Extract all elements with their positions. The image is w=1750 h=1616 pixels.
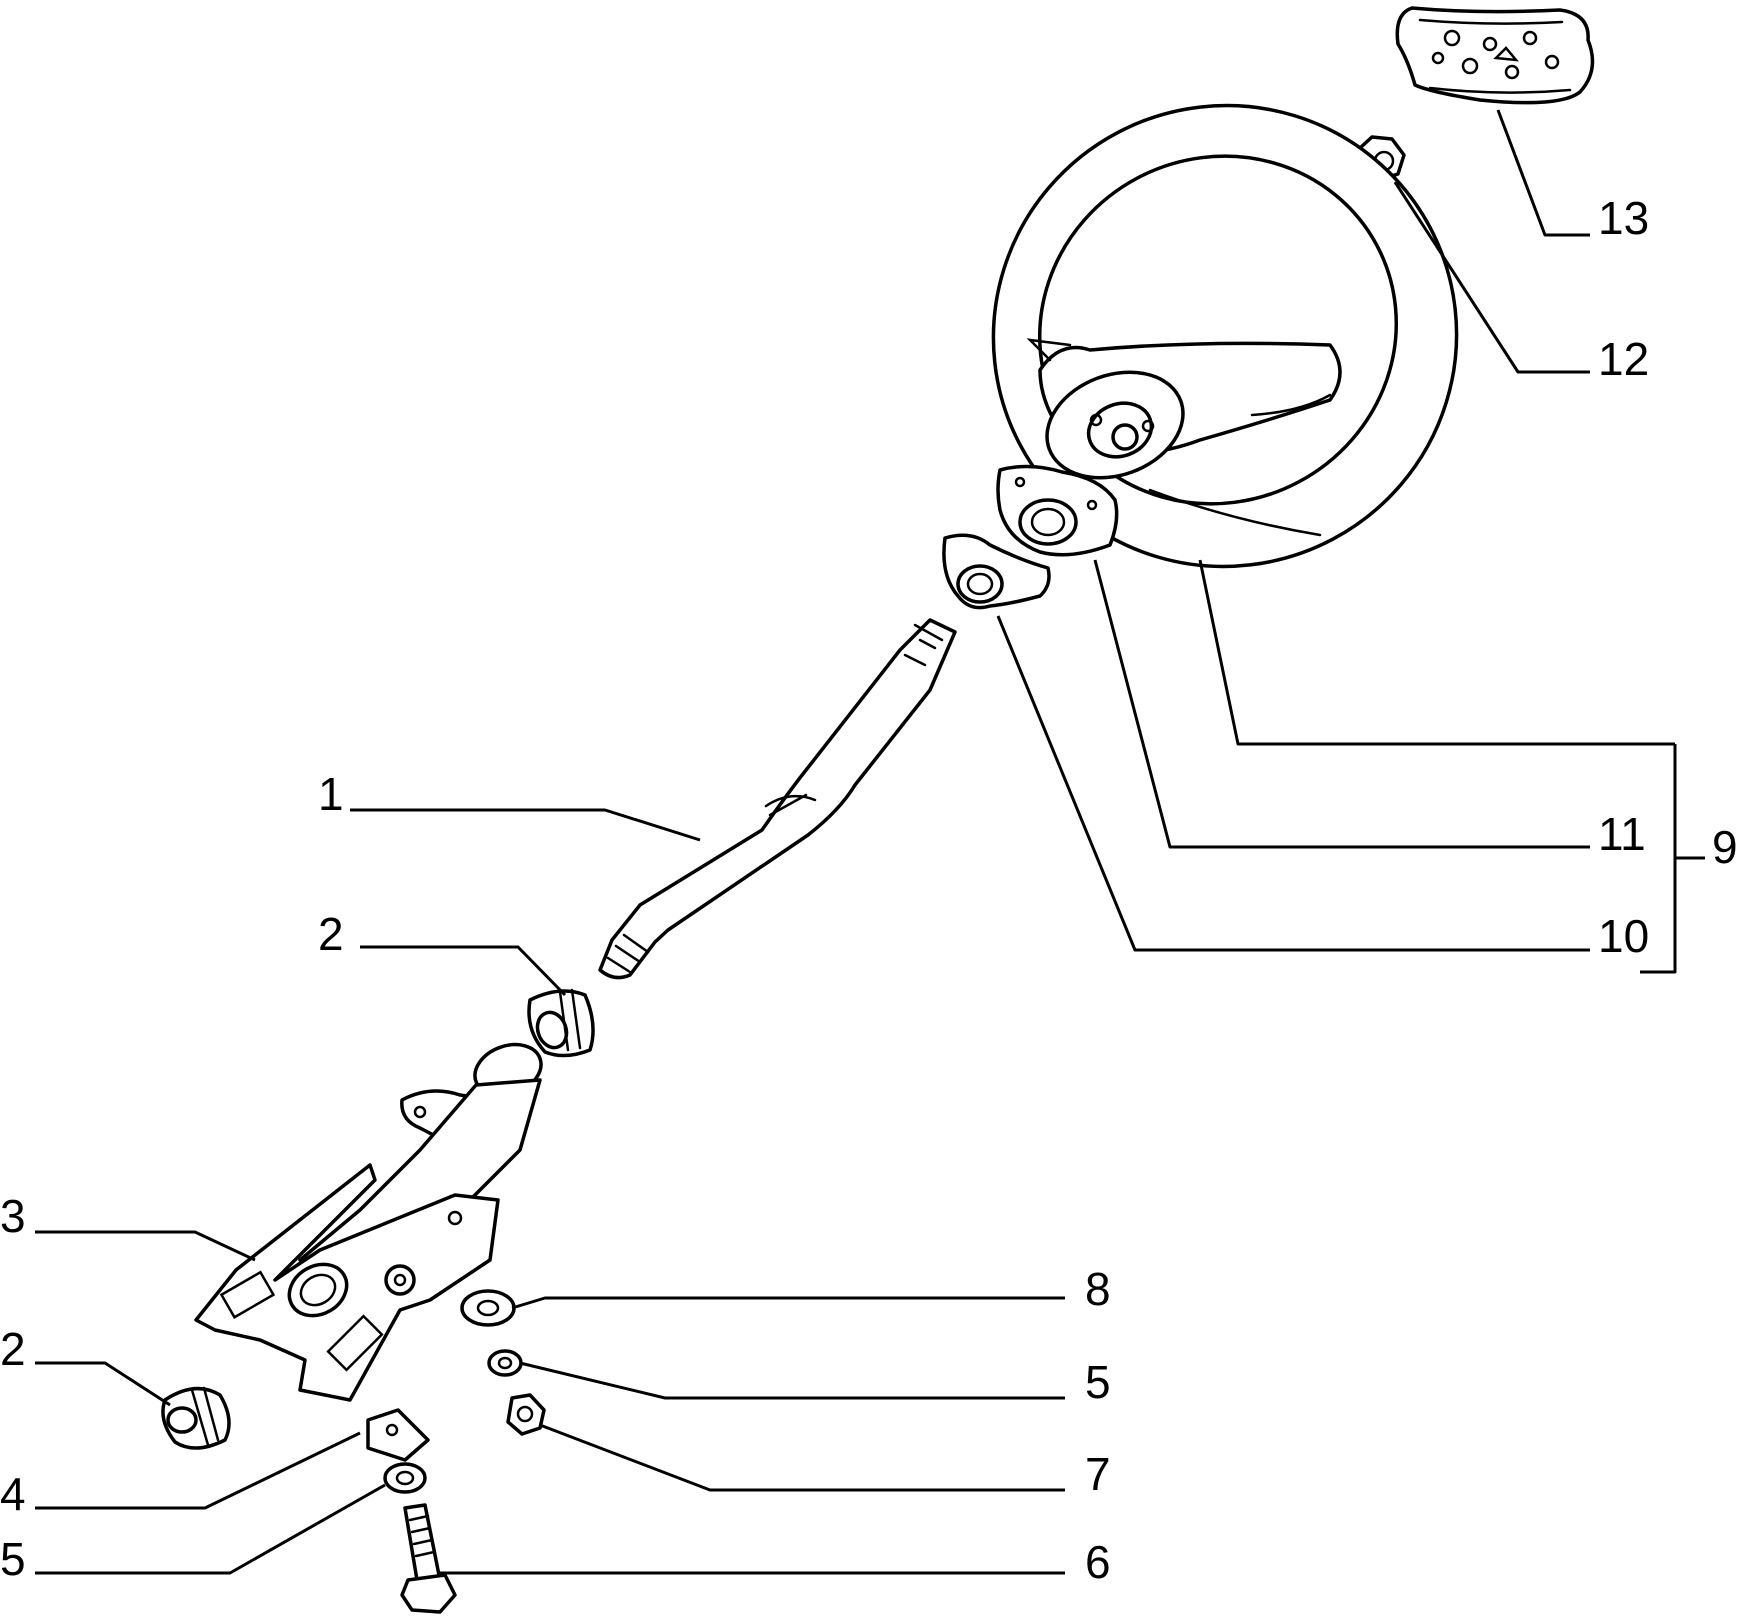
leader-7: [539, 1423, 1065, 1492]
spring-washer-lower-part: [383, 1462, 427, 1494]
leader-9-top: [1198, 559, 1675, 746]
steering-shaft-part: [598, 618, 957, 980]
callout-1: 1: [318, 768, 344, 820]
callout-12: 12: [1598, 333, 1649, 385]
clip-part: [366, 1408, 430, 1462]
callout-7: 7: [1085, 1448, 1111, 1500]
callout-5-lower: 5: [0, 1533, 26, 1585]
bush-lower-part: [161, 1386, 231, 1450]
leader-5-lower: [35, 1483, 386, 1575]
callout-9: 9: [1712, 821, 1738, 873]
callout-3: 3: [0, 1190, 26, 1242]
callout-2-upper: 2: [318, 908, 344, 960]
callout-13: 13: [1598, 192, 1649, 244]
leader-5-right: [519, 1361, 1065, 1400]
contact-plate-part: [942, 533, 1051, 610]
callout-6: 6: [1085, 1536, 1111, 1588]
flat-washer-part: [460, 1289, 516, 1327]
callout-8: 8: [1085, 1263, 1111, 1315]
leader-lines: [35, 109, 1705, 1575]
callout-11: 11: [1598, 808, 1646, 860]
bush-upper-part: [527, 988, 595, 1058]
bolt-part: [400, 1503, 457, 1614]
callout-5-right: 5: [1085, 1356, 1111, 1408]
leader-1: [350, 808, 701, 842]
leader-13: [1496, 109, 1590, 237]
callout-labels: 13 12 11 10 9 1 2 3 2 4 5 8 5 7 6: [0, 192, 1738, 1588]
leader-4: [35, 1431, 361, 1510]
callout-2-lower: 2: [0, 1323, 26, 1375]
spring-washer-right-part: [487, 1349, 523, 1377]
callout-10: 10: [1598, 910, 1649, 962]
steering-column-housing-part: [194, 1042, 543, 1402]
nut-part: [506, 1393, 546, 1436]
leader-12: [1393, 181, 1590, 374]
bracket-9: [1640, 744, 1677, 974]
leader-2-lower: [35, 1361, 171, 1407]
steering-wheel-part: [991, 103, 1459, 569]
leader-11: [1093, 559, 1590, 849]
leader-10: [996, 615, 1590, 952]
callout-4: 4: [0, 1468, 26, 1520]
leader-3: [35, 1230, 256, 1262]
switch-housing-part: [996, 464, 1119, 557]
horn-pad-cover-part: [1395, 6, 1595, 105]
leader-2-upper: [360, 945, 567, 997]
leader-8: [511, 1296, 1065, 1310]
